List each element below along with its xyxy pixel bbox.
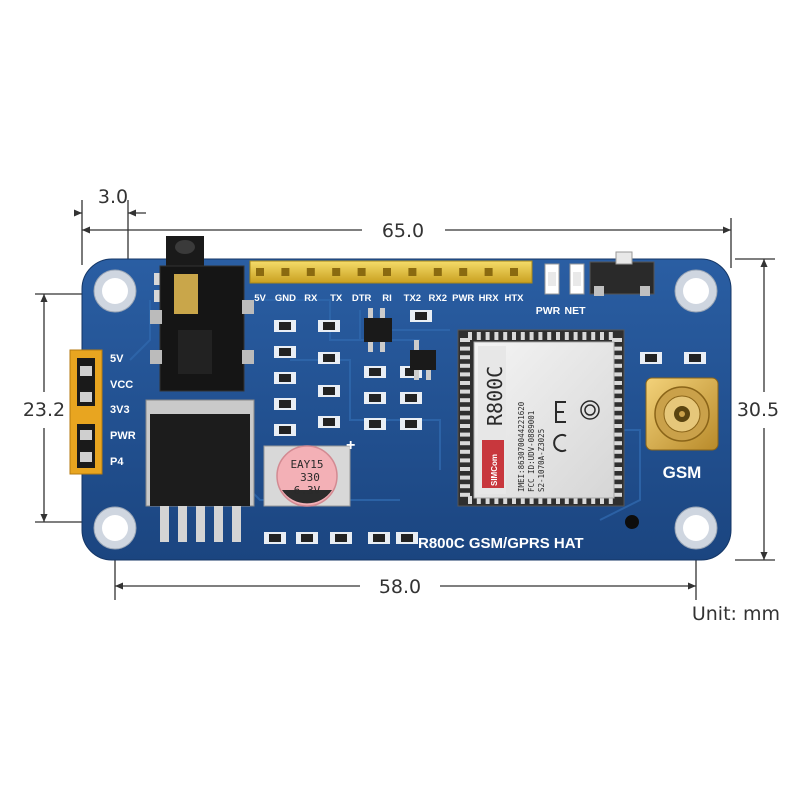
header-pin-label: PWR — [452, 293, 474, 304]
header-pin-label: TX — [330, 293, 343, 304]
transistor-ic — [364, 308, 392, 352]
header-pin — [357, 268, 366, 276]
led-label-network: NET — [565, 305, 587, 317]
capacitor-polarity-mark: + — [346, 437, 355, 454]
header-pin-label: RI — [382, 293, 392, 304]
header-pin — [433, 268, 442, 276]
mounting-hole — [674, 269, 718, 313]
module-sn: FCC ID:UDV-0889001 — [527, 411, 536, 492]
header-pin-label: TX2 — [404, 293, 421, 304]
header-pin-label: GND — [275, 293, 296, 304]
sma-antenna-connector — [645, 377, 719, 451]
network-led — [569, 263, 585, 295]
header-pin — [459, 268, 468, 276]
header-pin-label: RX — [304, 293, 318, 304]
header-pin — [332, 268, 341, 276]
dimension-top-offset: 3.0 — [98, 186, 128, 208]
unit-label: Unit: mm — [692, 603, 780, 625]
jumper-block — [69, 349, 103, 475]
antenna-label: GSM — [663, 463, 702, 482]
jumper-label-5v: 5V — [110, 353, 124, 365]
dimension-hole-spacing-vertical: 23.2 — [23, 399, 65, 421]
header-pin — [306, 268, 315, 276]
power-led — [544, 263, 560, 295]
dimension-hole-spacing-horizontal: 58.0 — [379, 576, 421, 598]
capacitor-label-line1: EAY15 — [290, 458, 323, 471]
header-pin — [383, 268, 391, 276]
header-pin-label: HRX — [479, 293, 500, 304]
gsm-module — [457, 329, 625, 507]
jumper-label-p4: P4 — [110, 456, 124, 468]
module-brand: SIMCom — [490, 454, 499, 486]
smd-components — [264, 310, 706, 544]
module-model: R800C — [483, 366, 507, 426]
header-pin — [256, 268, 264, 276]
capacitor-label-line3: 6.3V — [294, 484, 321, 497]
board-name: R800C GSM/GPRS HAT — [418, 535, 584, 552]
capacitor-label-line2: 330 — [300, 471, 320, 484]
transistor-ic — [410, 340, 436, 380]
dimension-lines — [35, 200, 775, 600]
electrolytic-capacitor — [263, 445, 351, 507]
voltage-regulator — [145, 399, 255, 542]
module-code: S2-1070A-Z3025 — [537, 429, 546, 492]
module-imei: IMEI:863070044221620 — [517, 401, 526, 492]
header-pin-label: HTX — [505, 293, 525, 304]
mounting-hole — [674, 506, 718, 550]
jumper-label-3v3: 3V3 — [110, 404, 130, 416]
led-label-power: PWR — [536, 305, 561, 317]
header-pin — [510, 268, 518, 276]
header-pin — [484, 268, 493, 276]
dimension-overall-height: 30.5 — [737, 399, 779, 421]
header-pin — [408, 268, 417, 276]
header-pin-label: RX2 — [429, 293, 447, 304]
jumper-label-pwr: PWR — [110, 430, 136, 442]
ce-mark-icon — [553, 401, 567, 452]
power-button — [589, 251, 655, 296]
header-pin-label: DTR — [352, 293, 372, 304]
mounting-hole — [93, 269, 137, 313]
header-pin — [281, 268, 290, 276]
header-pin-label: 5V — [254, 293, 266, 304]
jumper-label-vcc: VCC — [110, 379, 133, 391]
audio-jack — [150, 236, 254, 392]
certification-mark-icon — [580, 400, 600, 420]
dimension-overall-width: 65.0 — [382, 220, 424, 242]
mounting-hole — [93, 506, 137, 550]
